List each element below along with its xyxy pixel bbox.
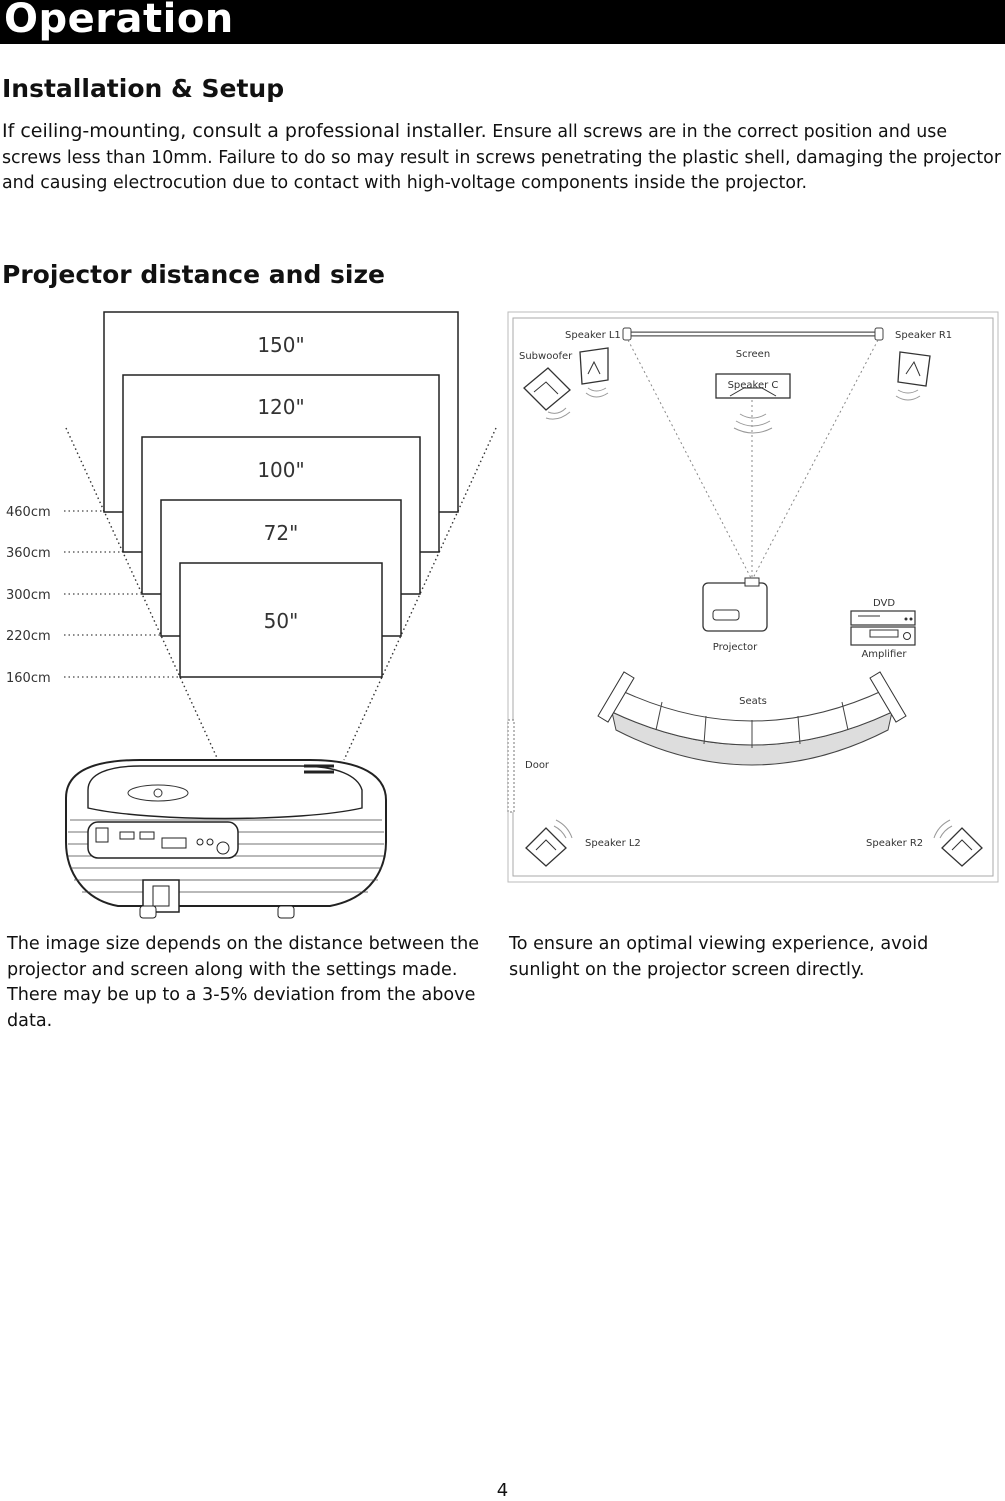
dvd-label: DVD [873,598,895,609]
distance-label: 360cm [6,546,51,561]
distance-heading: Projector distance and size [2,260,385,289]
distance-caption: The image size depends on the distance b… [7,934,480,1031]
speaker-r1-icon [895,351,931,401]
installation-lead: If ceiling-mounting, consult a professio… [2,120,487,142]
installation-body: Ensure all screws are in the correct pos… [2,122,1001,194]
screen-end-right [874,327,884,341]
distance-label: 460cm [6,505,51,520]
subwoofer-label: Subwoofer [519,351,573,362]
screen-size-label: 150" [257,333,304,357]
speaker-c-icon: Speaker C [715,373,791,434]
projector-label: Projector [713,642,758,653]
seats-label: Seats [739,696,767,707]
speaker-r2-label: Speaker R2 [866,838,923,849]
door-label: Door [525,760,550,771]
screen-end-left [622,327,632,341]
distance-diagram: 150" 120" 100" 72" 50" 460cm 360cm 300cm… [6,311,497,919]
screen-frame-50 [179,562,383,678]
speaker-l2-icon: Speaker L2 [525,819,641,867]
subwoofer-icon [523,367,571,420]
projector-illustration [65,759,387,919]
header-bar: Operation [0,0,1005,44]
room-layout-diagram: Door Screen Speaker L1 Speaker R1 Subwoo… [507,311,999,883]
door-hatch [507,719,515,813]
installation-paragraph: If ceiling-mounting, consult a professio… [2,119,1002,197]
speaker-l2-label: Speaker L2 [585,838,641,849]
speaker-r2-icon: Speaker R2 [866,819,983,867]
distance-label: 160cm [6,671,51,686]
installation-heading: Installation & Setup [2,74,285,103]
distance-label: 300cm [6,588,51,603]
sunlight-caption: To ensure an optimal viewing experience,… [509,934,929,980]
speaker-r1-label: Speaker R1 [895,330,952,341]
screen-size-label: 100" [257,458,304,482]
speaker-c-label: Speaker C [728,380,779,391]
screen-size-label: 50" [264,609,299,633]
speaker-l1-label: Speaker L1 [565,330,621,341]
seats-icon: Seats [597,671,907,766]
sightlines [627,339,879,581]
screen-label: Screen [736,349,770,360]
distance-label: 220cm [6,629,51,644]
page-number: 4 [496,1480,509,1501]
page-title: Operation [4,0,234,42]
amplifier-label: Amplifier [861,649,907,660]
screen-size-label: 120" [257,395,304,419]
dvd-amplifier-icon: DVD Amplifier [850,598,916,660]
speaker-l1-icon [579,347,609,398]
screen-size-label: 72" [264,521,299,545]
projector-icon: Projector [702,577,768,653]
